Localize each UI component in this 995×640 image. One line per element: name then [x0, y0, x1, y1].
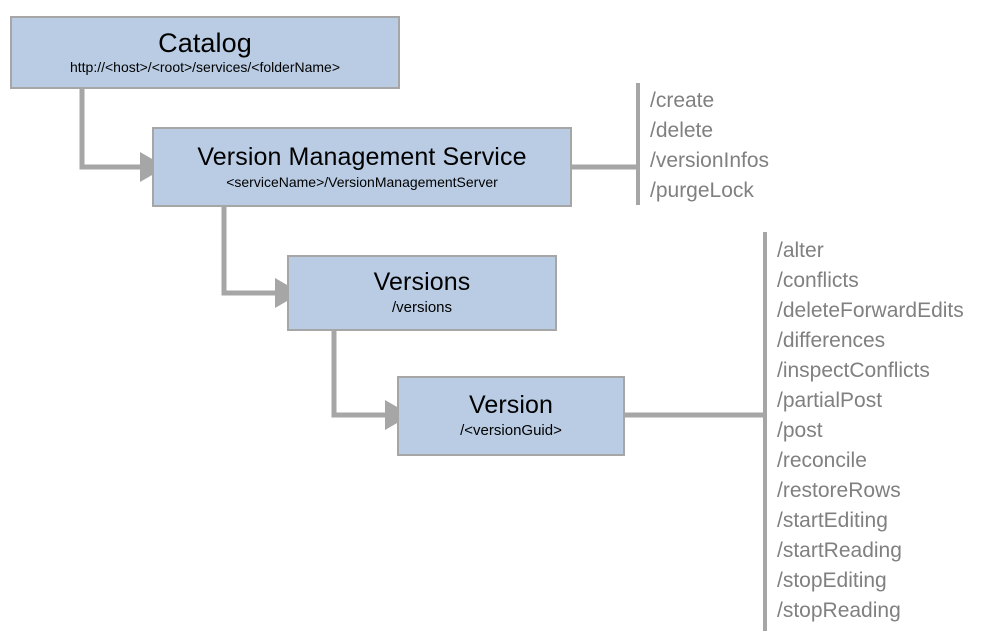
- node-catalog-title: Catalog: [158, 28, 252, 59]
- node-version-management-service[interactable]: Version Management Service <serviceName>…: [152, 127, 572, 207]
- operation-item[interactable]: /deleteForwardEdits: [777, 299, 964, 322]
- operation-item[interactable]: /create: [650, 89, 715, 112]
- node-version-title: Version: [468, 391, 554, 419]
- operation-item[interactable]: /stopReading: [777, 599, 901, 622]
- node-catalog[interactable]: Catalog http://<host>/<root>/services/<f…: [10, 16, 400, 89]
- node-version[interactable]: Version /<versionGuid>: [397, 376, 625, 456]
- operation-item[interactable]: /stopEditing: [777, 569, 887, 592]
- operation-item[interactable]: /reconcile: [777, 449, 867, 472]
- operations-list-version: /alter /conflicts /deleteForwardEdits /d…: [777, 236, 964, 626]
- node-version-management-service-path: <serviceName>/VersionManagementServer: [226, 173, 498, 190]
- operation-item[interactable]: /delete: [650, 119, 714, 142]
- operation-item[interactable]: /versionInfos: [650, 149, 770, 172]
- node-versions-title: Versions: [373, 268, 471, 296]
- operations-list-service: /create /delete /versionInfos /purgeLock: [650, 86, 769, 206]
- operation-item[interactable]: /differences: [777, 329, 886, 352]
- operation-item[interactable]: /startEditing: [777, 509, 888, 532]
- node-catalog-path: http://<host>/<root>/services/<folderNam…: [69, 59, 341, 76]
- connector-service-to-versions: [221, 207, 275, 296]
- connector-versions-to-version: [331, 331, 385, 418]
- operation-item[interactable]: /alter: [777, 239, 824, 262]
- operation-item[interactable]: /post: [777, 419, 823, 442]
- node-versions-path: /versions: [391, 299, 453, 316]
- node-version-management-service-title: Version Management Service: [197, 142, 527, 171]
- node-version-path: /<versionGuid>: [460, 422, 562, 439]
- operation-item[interactable]: /startReading: [777, 539, 902, 562]
- connector-catalog-to-service: [79, 89, 140, 170]
- operation-item[interactable]: /partialPost: [777, 389, 883, 412]
- operation-item[interactable]: /inspectConflicts: [777, 359, 930, 382]
- node-versions[interactable]: Versions /versions: [287, 255, 557, 331]
- operation-item[interactable]: /purgeLock: [650, 179, 754, 202]
- operation-item[interactable]: /conflicts: [777, 269, 859, 292]
- operation-item[interactable]: /restoreRows: [777, 479, 901, 502]
